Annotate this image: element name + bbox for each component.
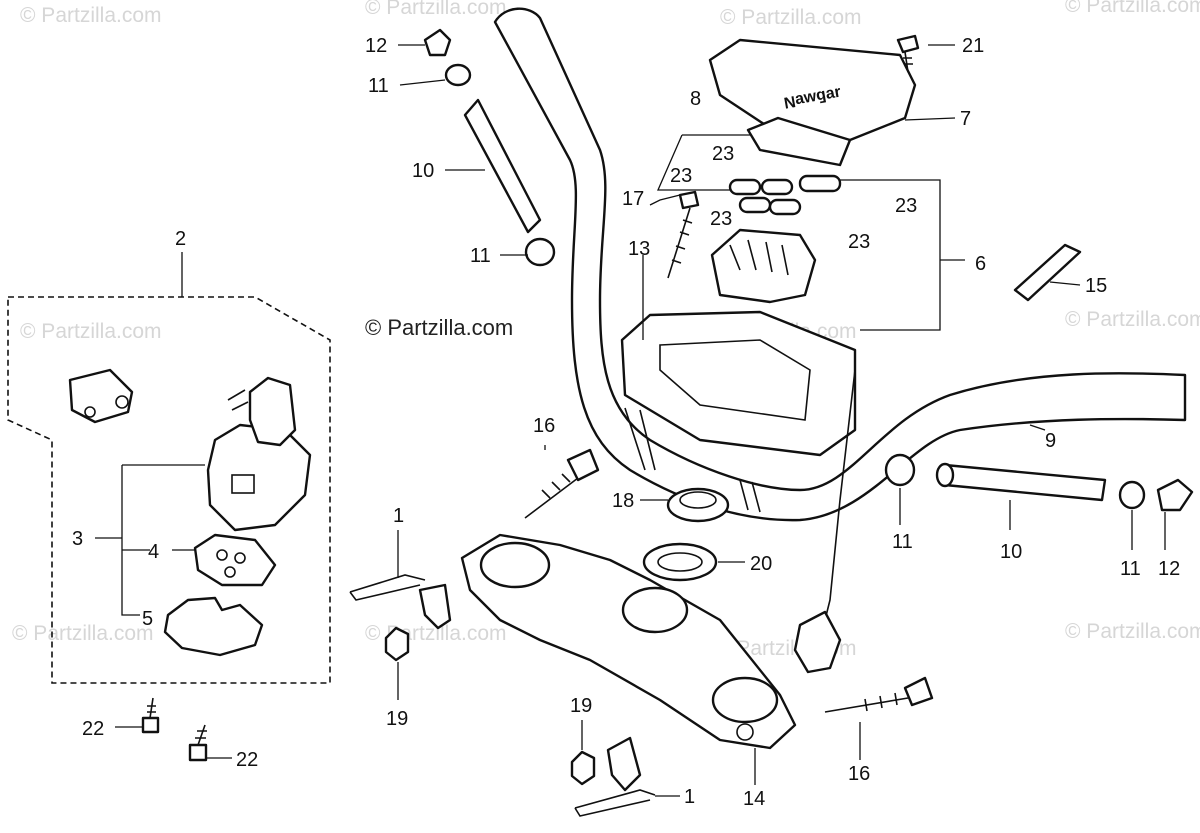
fuse-cluster-part-23 bbox=[728, 174, 842, 216]
watermark-mid-left: © Partzilla.com bbox=[20, 320, 162, 343]
label-21: 21 bbox=[962, 35, 984, 57]
connector bbox=[793, 610, 842, 674]
label-5: 5 bbox=[142, 608, 153, 630]
rod-part-10-right bbox=[884, 453, 1194, 512]
label-16-lower: 16 bbox=[848, 763, 870, 785]
part-labels: 12 11 10 11 8 23 23 23 23 23 17 13 21 7 … bbox=[72, 35, 1180, 810]
clip-part-15 bbox=[1013, 243, 1082, 302]
label-12-right: 12 bbox=[1158, 558, 1180, 580]
label-11-right-a: 11 bbox=[892, 531, 913, 553]
label-23-c: 23 bbox=[710, 208, 732, 230]
watermark-top-mid: © Partzilla.com bbox=[365, 0, 507, 19]
label-12-top: 12 bbox=[365, 35, 387, 57]
label-17: 17 bbox=[622, 188, 644, 210]
label-2: 2 bbox=[175, 228, 186, 250]
watermark-top-right: © Partzilla.com bbox=[720, 6, 862, 29]
label-10-right: 10 bbox=[1000, 541, 1022, 563]
label-22-a: 22 bbox=[82, 718, 104, 740]
label-20: 20 bbox=[750, 553, 772, 575]
label-19-left: 19 bbox=[386, 708, 408, 730]
washer-part-20 bbox=[642, 542, 718, 582]
switch-cover-part-5 bbox=[163, 596, 264, 657]
label-23-b: 23 bbox=[670, 165, 692, 187]
label-14: 14 bbox=[743, 788, 765, 810]
meter-case-part-13 bbox=[620, 310, 857, 457]
label-11-right-b: 11 bbox=[1120, 558, 1141, 580]
label-1-lower: 1 bbox=[684, 786, 695, 808]
bolt-part-22a bbox=[141, 697, 160, 734]
handlebar-part-9 bbox=[493, 7, 1187, 522]
bolt-part-16-lower bbox=[824, 676, 934, 713]
clip-part-1-upper bbox=[349, 574, 452, 630]
center-watermark: © Partzilla.com bbox=[365, 315, 513, 340]
label-1-upper: 1 bbox=[393, 505, 404, 527]
label-23-d: 23 bbox=[848, 231, 870, 253]
watermark-top-far-right: © Partzilla.com bbox=[1065, 0, 1200, 17]
label-15: 15 bbox=[1085, 275, 1107, 297]
watermark-top-left: © Partzilla.com bbox=[20, 4, 162, 27]
contact-base-part-4 bbox=[193, 533, 277, 587]
switch-bracket bbox=[68, 368, 134, 424]
label-18: 18 bbox=[612, 490, 634, 512]
watermark-mid-right: © Partzilla.com bbox=[1065, 308, 1200, 331]
meter-cover-part-7: ɹɐƃʍɐN bbox=[708, 38, 917, 142]
bolt-part-22b bbox=[188, 724, 208, 762]
label-23-a: 23 bbox=[712, 143, 734, 165]
bolt-part-16-upper bbox=[524, 448, 600, 519]
label-16-upper: 16 bbox=[533, 415, 555, 437]
label-4: 4 bbox=[148, 541, 159, 563]
fork-bridge-part-14 bbox=[460, 533, 797, 750]
nut-part-19b bbox=[570, 750, 596, 786]
rod-part-10-upper bbox=[423, 28, 556, 267]
label-13: 13 bbox=[628, 238, 650, 260]
label-11-top: 11 bbox=[368, 75, 389, 97]
screw-part-17 bbox=[667, 190, 700, 279]
switch-group-outline bbox=[7, 296, 331, 684]
watermark-low-right: © Partzilla.com bbox=[1065, 620, 1200, 643]
label-9: 9 bbox=[1045, 430, 1056, 452]
lens-part-8 bbox=[746, 116, 852, 167]
label-8: 8 bbox=[690, 88, 701, 110]
label-6: 6 bbox=[975, 253, 986, 275]
label-7: 7 bbox=[960, 108, 971, 130]
label-23-e: 23 bbox=[895, 195, 917, 217]
fuse-box-part-6 bbox=[710, 228, 817, 304]
label-3: 3 bbox=[72, 528, 83, 550]
clip-part-1-lower bbox=[574, 736, 656, 817]
nut-part-18 bbox=[666, 487, 730, 523]
harness-wire bbox=[824, 369, 856, 621]
screw-part-21 bbox=[896, 34, 920, 73]
label-10-top: 10 bbox=[412, 160, 434, 182]
watermark-low-left: © Partzilla.com bbox=[12, 622, 154, 645]
nut-part-19a bbox=[384, 626, 410, 662]
leader-lines bbox=[115, 44, 1166, 797]
label-19-lower: 19 bbox=[570, 695, 592, 717]
label-22-b: 22 bbox=[236, 749, 258, 771]
ignition-switch-part-3 bbox=[206, 376, 312, 532]
label-11-mid: 11 bbox=[470, 245, 491, 267]
